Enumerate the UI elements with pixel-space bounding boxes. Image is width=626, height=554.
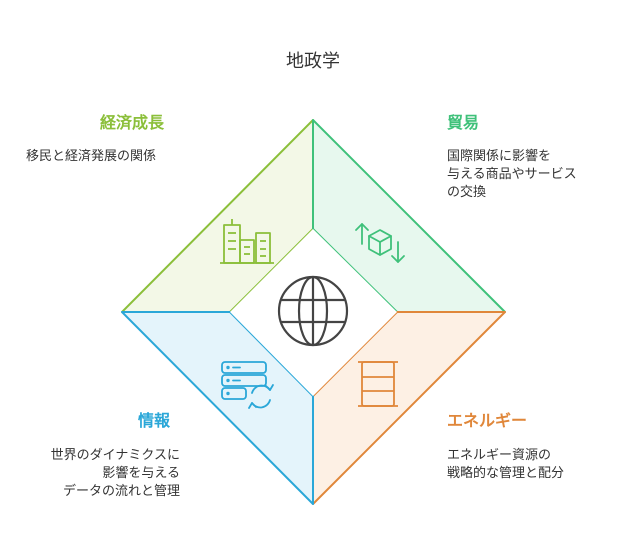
trade-description: 国際関係に影響を 与える商品やサービス の交換 <box>447 149 577 200</box>
box-exchange-icon <box>355 223 405 263</box>
economy-heading: 経済成長 <box>100 113 165 132</box>
trade-heading: 貿易 <box>447 113 480 132</box>
diagram-title: 地政学 <box>286 51 340 72</box>
economy-description: 移民と経済発展の関係 <box>26 149 157 164</box>
oil-barrel-icon <box>358 361 398 407</box>
info-description: 世界のダイナミクスに 影響を与える データの流れと管理 <box>50 448 180 499</box>
energy-heading: エネルギー <box>447 411 528 430</box>
globe-icon <box>277 275 349 347</box>
city-buildings-icon <box>220 219 274 264</box>
database-sync-icon <box>221 361 274 409</box>
info-heading: 情報 <box>138 411 171 430</box>
energy-description: エネルギー資源の 戦略的な管理と配分 <box>447 448 565 481</box>
